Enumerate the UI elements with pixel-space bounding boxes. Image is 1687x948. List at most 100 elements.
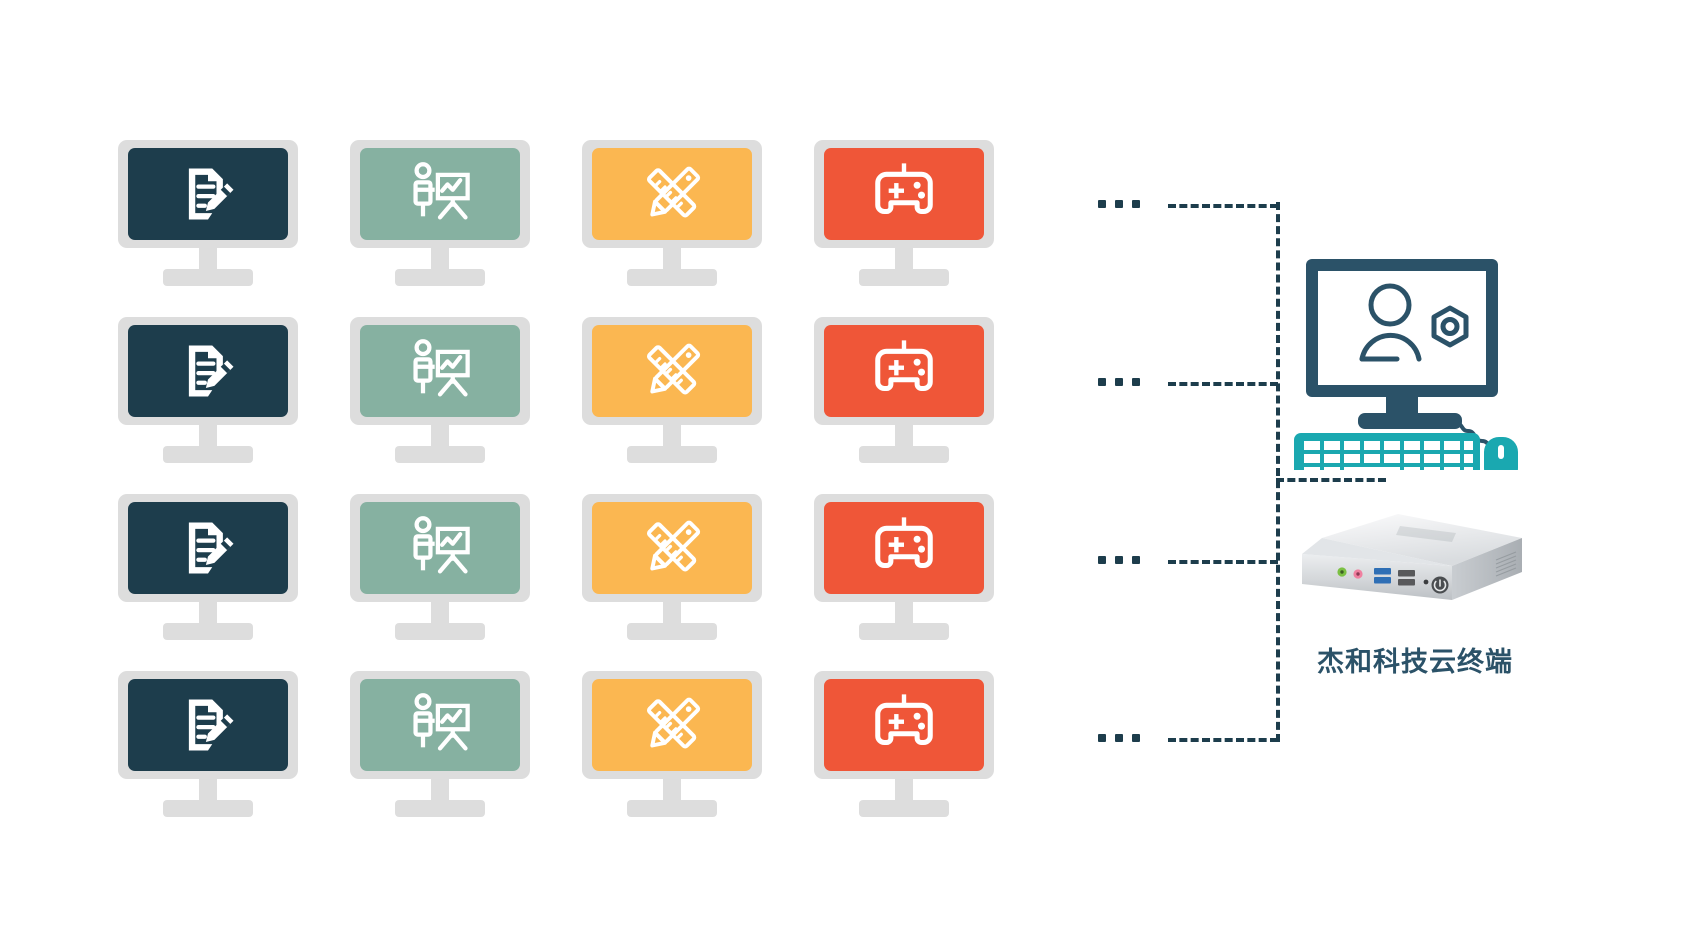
keyboard-icon	[1294, 433, 1480, 477]
client-monitor-document-r2[interactable]	[118, 317, 298, 467]
monitor-base	[163, 800, 253, 817]
client-monitor-design-r2[interactable]	[582, 317, 762, 467]
monitor-screen	[360, 325, 520, 417]
cloud-terminal-caption: 杰和科技云终端	[1317, 647, 1513, 678]
monitor-base	[163, 623, 253, 640]
monitor	[118, 671, 298, 821]
monitor-base	[395, 269, 485, 286]
monitor-base	[859, 446, 949, 463]
document-edit-icon	[188, 168, 234, 220]
usb2-port-upper	[1398, 570, 1415, 577]
client-monitor-document-r3[interactable]	[118, 494, 298, 644]
presentation-teaching-icon	[413, 693, 470, 751]
client-monitor-presentation-r3[interactable]	[350, 494, 530, 644]
monitor-base	[859, 800, 949, 817]
ellipsis-dot	[1098, 200, 1106, 208]
monitor	[350, 317, 530, 467]
monitor-neck	[663, 779, 681, 804]
client-monitor-gaming-r2[interactable]	[814, 317, 994, 467]
monitor-screen	[824, 502, 984, 594]
monitor-neck	[199, 602, 217, 627]
ellipsis-dot	[1098, 378, 1106, 386]
presentation-teaching-icon	[413, 516, 470, 574]
gamepad-icon	[875, 694, 933, 746]
connector-branch-row-3	[1168, 560, 1278, 564]
monitor-neck	[199, 425, 217, 450]
pencil-ruler-design-icon	[646, 697, 701, 749]
monitor-neck	[895, 779, 913, 804]
cloud-terminal-cluster: 杰和科技云终端	[1290, 255, 1620, 725]
device-bevel	[1302, 538, 1452, 566]
mouse-icon	[1484, 437, 1518, 483]
client-monitor-document-r1[interactable]	[118, 140, 298, 290]
mouse-wheel	[1498, 445, 1504, 459]
presentation-teaching-icon	[413, 339, 470, 397]
client-monitor-document-r4[interactable]	[118, 671, 298, 821]
monitor-base	[627, 800, 717, 817]
device-vents	[1495, 551, 1517, 577]
monitor	[814, 317, 994, 467]
usb3-port-upper	[1374, 568, 1391, 575]
document-edit-icon	[188, 699, 234, 751]
ellipsis-dot	[1098, 556, 1106, 564]
device-brand-emboss	[1396, 526, 1456, 542]
monitor-neck	[895, 602, 913, 627]
monitor-neck	[663, 425, 681, 450]
client-monitor-gaming-r4[interactable]	[814, 671, 994, 821]
pencil-ruler-design-icon	[646, 343, 701, 395]
ellipsis-dot	[1132, 556, 1140, 564]
presentation-teaching-icon	[413, 162, 470, 220]
terminal-workstation[interactable]	[1290, 255, 1540, 483]
keyboard-body	[1294, 433, 1480, 477]
monitor-neck	[199, 248, 217, 273]
client-monitor-presentation-r2[interactable]	[350, 317, 530, 467]
ellipsis-dot	[1115, 556, 1123, 564]
mini-pc-icon	[1302, 514, 1522, 600]
monitor-neck	[895, 248, 913, 273]
monitor-screen	[592, 679, 752, 771]
monitor-screen	[128, 502, 288, 594]
monitor	[814, 671, 994, 821]
monitor	[814, 140, 994, 290]
client-monitor-design-r4[interactable]	[582, 671, 762, 821]
client-monitor-gaming-r1[interactable]	[814, 140, 994, 290]
client-monitor-design-r1[interactable]	[582, 140, 762, 290]
device-top-face	[1322, 514, 1522, 566]
monitor-neck	[199, 779, 217, 804]
document-edit-icon	[188, 522, 234, 574]
monitor-screen	[128, 148, 288, 240]
monitor-screen	[824, 679, 984, 771]
device-side-face	[1452, 538, 1522, 600]
monitor-base	[395, 446, 485, 463]
client-monitor-gaming-r3[interactable]	[814, 494, 994, 644]
client-monitor-presentation-r1[interactable]	[350, 140, 530, 290]
monitor	[350, 671, 530, 821]
ellipsis-dot	[1115, 734, 1123, 742]
mini-pc-device[interactable]	[1280, 500, 1540, 620]
gamepad-icon	[875, 163, 933, 215]
monitor-screen	[360, 502, 520, 594]
connector-trunk-to-terminal	[1276, 478, 1386, 482]
monitor-base	[163, 446, 253, 463]
monitor-base	[395, 623, 485, 640]
monitor-neck	[663, 248, 681, 273]
client-monitor-presentation-r4[interactable]	[350, 671, 530, 821]
monitor-base	[627, 269, 717, 286]
connector-branch-row-1	[1168, 204, 1278, 208]
monitor-neck	[431, 779, 449, 804]
monitor	[350, 140, 530, 290]
connector-branch-row-4	[1168, 738, 1278, 742]
monitor-screen	[592, 325, 752, 417]
monitor-screen	[128, 679, 288, 771]
row-ellipsis-3	[1098, 556, 1140, 564]
client-monitor-design-r3[interactable]	[582, 494, 762, 644]
monitor-screen	[824, 325, 984, 417]
ellipsis-dot	[1098, 734, 1106, 742]
monitor-screen	[360, 148, 520, 240]
monitor-screen	[592, 502, 752, 594]
monitor-base	[627, 446, 717, 463]
monitor	[582, 140, 762, 290]
connector-trunk-vertical	[1276, 202, 1280, 742]
user-settings-icon	[1359, 283, 1469, 362]
